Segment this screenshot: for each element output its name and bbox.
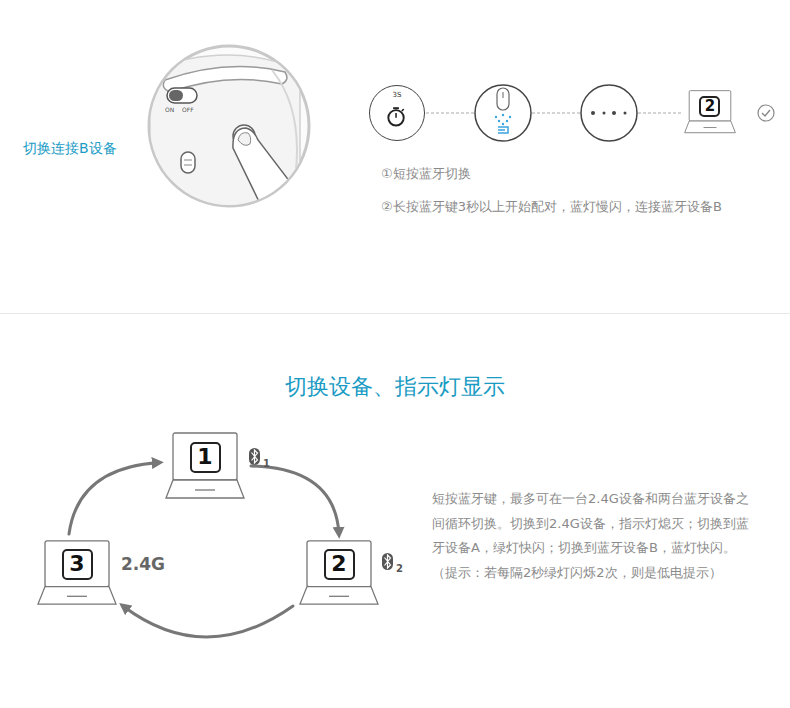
mouse-bottom xyxy=(150,55,300,220)
device-number: 3 xyxy=(62,549,93,580)
subscript: 1 xyxy=(263,458,270,469)
section-title: 切换设备、指示灯显示 xyxy=(0,372,790,402)
flow-dashes xyxy=(426,113,683,114)
side-caption: 切换连接B设备 xyxy=(23,140,117,158)
step-text: ①短按蓝牙切换 xyxy=(381,165,471,183)
bluetooth-symbol xyxy=(249,448,260,465)
laptop-screen: 2 xyxy=(307,541,371,587)
separator xyxy=(0,313,790,314)
device-number: 1 xyxy=(190,442,221,473)
bluetooth-symbol xyxy=(382,553,393,570)
laptop-icon: 2 xyxy=(684,90,736,134)
laptop-icon: 2 xyxy=(299,540,379,606)
step-text: ②长按蓝牙键3秒以上开始配对，蓝灯慢闪，连接蓝牙设备B xyxy=(381,198,722,216)
mode-label: 2.4G xyxy=(121,554,165,574)
cycle-arrow xyxy=(123,606,293,637)
switch-label: ON xyxy=(165,106,174,113)
blue-led-dots xyxy=(495,114,511,125)
device-number: 2 xyxy=(699,96,720,117)
cycle-arrow xyxy=(251,466,339,534)
laptop-screen: 3 xyxy=(45,541,109,587)
subscript: 2 xyxy=(396,563,403,574)
description: 短按蓝牙键，最多可在一台2.4G设备和两台蓝牙设备之间循环切换。切换到2.4G设… xyxy=(432,487,750,585)
timer-circle: 3S xyxy=(369,85,425,141)
mouse-led-circle xyxy=(475,85,531,141)
check-mark xyxy=(758,105,774,121)
waiting-circle xyxy=(581,85,637,141)
switch-label: OFF xyxy=(182,106,194,113)
laptop-icon: 3 xyxy=(37,540,117,606)
timer-text: 3S xyxy=(370,91,424,99)
laptop-icon: 1 xyxy=(165,432,245,500)
laptop-screen: 1 xyxy=(173,433,237,481)
device-number: 2 xyxy=(324,549,355,580)
cycle-arrow xyxy=(69,463,159,534)
laptop-screen: 2 xyxy=(689,91,731,122)
